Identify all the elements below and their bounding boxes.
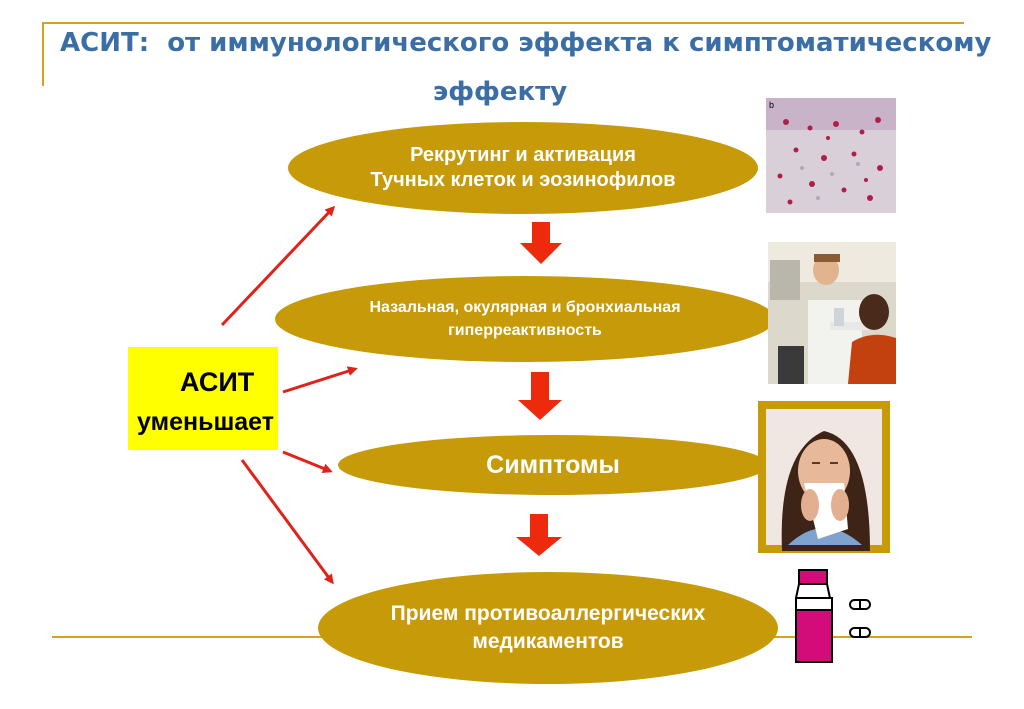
arrow-to-stage3 bbox=[282, 450, 333, 474]
stage-medication-line1: Прием противоаллергических bbox=[390, 602, 706, 625]
title-top-rule bbox=[42, 22, 964, 24]
micrograph-label: b bbox=[769, 100, 774, 110]
block-arrow-3 bbox=[516, 514, 562, 556]
stage-recruitment-line2: Тучных клеток и эозинофилов bbox=[370, 169, 676, 191]
asit-label: АСИТ bbox=[180, 367, 255, 397]
arrow-to-stage4 bbox=[240, 459, 334, 585]
arrow-to-stage2 bbox=[282, 366, 358, 394]
arrow-to-stage1 bbox=[220, 205, 336, 327]
stage-medication: Прием противоаллергических медикаментов bbox=[318, 572, 778, 684]
block-arrow-1 bbox=[520, 222, 562, 264]
asit-box bbox=[128, 347, 278, 450]
title-left-rule bbox=[42, 22, 44, 86]
stage-medication-line2: медикаментов bbox=[472, 630, 624, 653]
woman-sneezing-photo bbox=[758, 401, 890, 553]
stage-symptoms: Симптомы bbox=[338, 435, 768, 495]
slide-title-line1: АСИТ: от иммунологического эффекта к сим… bbox=[60, 28, 992, 58]
slide-title-line2: эффекту bbox=[432, 77, 568, 107]
stage-hyperreactivity-line2: гиперреактивность bbox=[448, 322, 602, 339]
pill-icon bbox=[849, 627, 871, 638]
doctor-child-photo bbox=[768, 242, 896, 384]
stage-symptoms-label: Симптомы bbox=[486, 450, 620, 479]
stage-hyperreactivity: Назальная, окулярная и бронхиальная гипе… bbox=[275, 276, 775, 362]
medication-bottle-icon bbox=[794, 569, 871, 663]
asit-reduces-label: уменьшает bbox=[137, 408, 274, 436]
stage-recruitment-line1: Рекрутинг и активация bbox=[410, 144, 636, 166]
micrograph-image: b bbox=[766, 98, 896, 213]
stage-hyperreactivity-line1: Назальная, окулярная и бронхиальная bbox=[369, 299, 681, 316]
pill-icon bbox=[849, 599, 871, 610]
block-arrow-2 bbox=[518, 372, 562, 420]
stage-recruitment: Рекрутинг и активация Тучных клеток и эо… bbox=[288, 122, 758, 214]
